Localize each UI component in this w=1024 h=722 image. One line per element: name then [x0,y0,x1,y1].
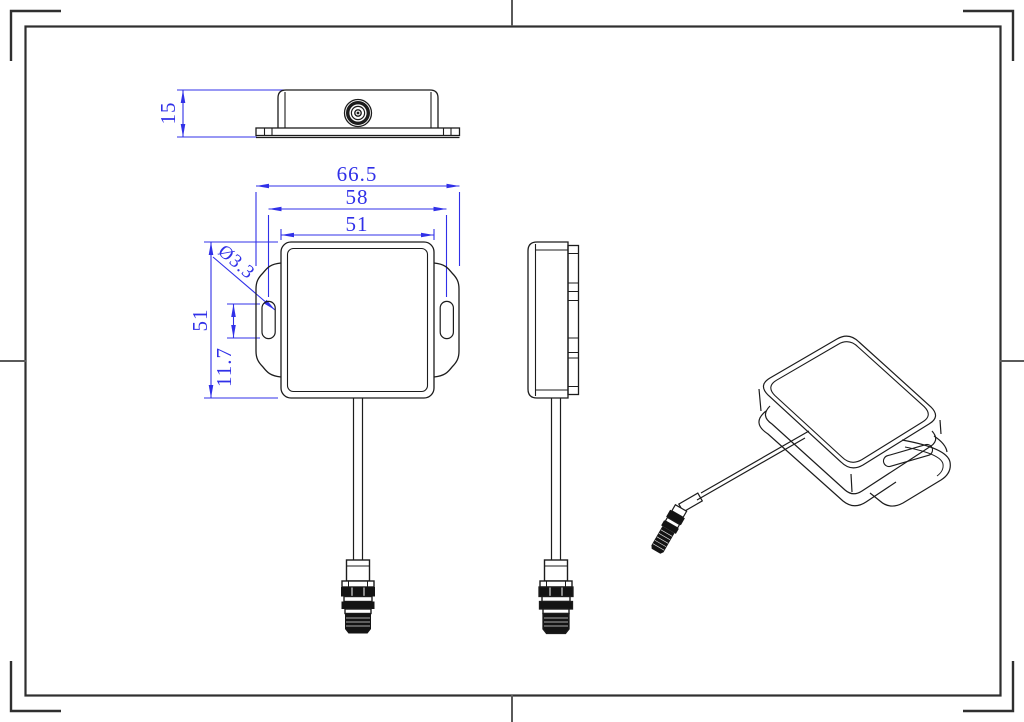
profile-sma-jack-circles [343,98,373,128]
iso-flange-lip [758,410,897,507]
iso-mounting-tab [869,439,951,507]
iso-sma-nut [661,520,679,534]
sma-jack-outer-circle [343,98,373,128]
iso-wall-bottom-rim [764,405,937,495]
front-sma-connector [340,397,376,635]
side-flange-strip [567,244,580,396]
corner-mark-bottom-left [9,661,61,713]
side-body-outline [527,241,569,399]
corner-mark-bottom-right [963,661,1015,713]
side-inner-lines [535,249,568,391]
dim-slot-length [227,303,260,339]
corner-mark-top-right [963,9,1015,61]
top-profile-view: 15 [156,89,461,139]
drawing-border [24,25,1002,697]
left-mounting-wing [255,262,282,378]
right-mounting-wing [433,262,460,378]
extension-lines-58 [267,215,448,297]
iso-corner-edges [758,388,942,493]
front-body-inner [286,247,429,393]
dim-text-11-7: 11.7 [212,347,236,387]
iso-flange-lip-right [933,435,948,453]
dim-text-66-5: 66.5 [337,162,378,186]
dim-profile-height [177,89,300,138]
dim-text-51-width: 51 [346,212,369,236]
iso-tab-inner-line [904,446,944,477]
iso-tab-outline [869,439,951,507]
width-dimensions [255,183,461,297]
side-flange-feature-lines [568,252,579,388]
sma-jack-bore-circle [350,105,366,121]
profile-inner-walls [284,92,432,128]
sma-jack-center-pin [356,111,360,115]
left-mounting-slot [261,300,276,340]
iso-sma-hex-nut [666,509,685,526]
iso-cable [677,430,810,513]
dim-text-15: 15 [156,102,180,125]
iso-sma-connector [651,503,688,554]
sma-jack-nut-ring [346,100,371,125]
profile-body [255,89,461,139]
dim-text-58: 58 [346,185,369,209]
dim-slot-diameter-leader [212,256,276,311]
iso-cable-lines [696,430,810,501]
iso-sma-thread-lines [652,529,673,551]
front-view: 51 11.7 Ø3.3 [188,241,460,635]
sma-jack-pin-ring [354,109,362,117]
leader-line [212,256,276,311]
profile-flange [255,127,461,137]
isometric-view [651,335,951,554]
profile-housing [277,89,439,128]
dim-text-51-height: 51 [188,309,212,332]
corner-mark-top-left [9,9,61,61]
extension-lines-66-5 [255,192,461,266]
right-mounting-slot [439,300,454,340]
side-sma-connector [538,397,574,635]
front-view-geometry [255,241,460,399]
profile-flange-ticks [263,128,452,136]
dim-body-height [204,241,278,399]
side-view [527,241,580,635]
front-body-outer [280,241,435,399]
iso-tab-slot [882,443,934,468]
iso-sma-washer [664,516,681,529]
